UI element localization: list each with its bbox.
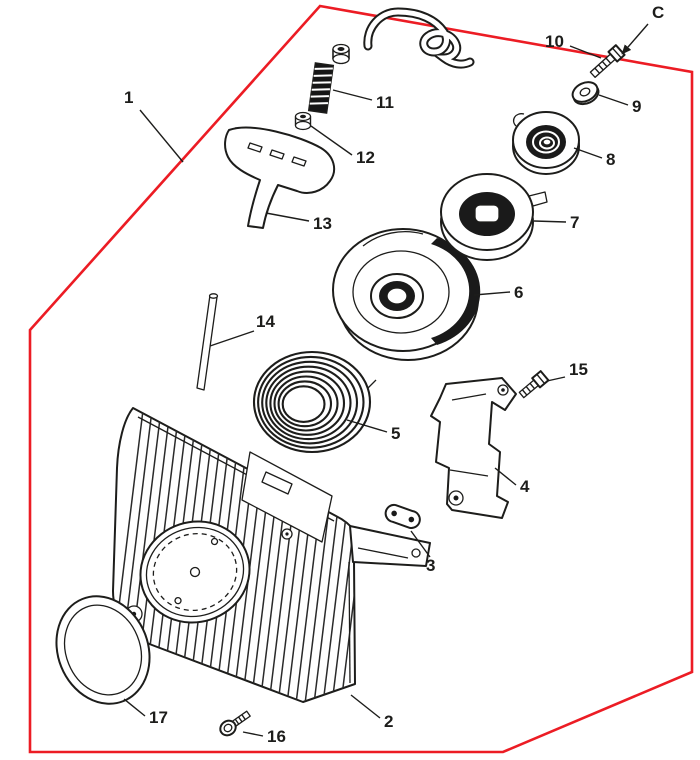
part-starter-cover [55, 595, 151, 705]
leader-line-10 [569, 45, 602, 59]
leader-line-17 [123, 698, 146, 717]
part-bolt-10 [589, 44, 626, 79]
leader-line-11 [332, 89, 373, 101]
leader-line-5 [346, 419, 388, 433]
housing-mount-panel [241, 451, 333, 543]
callout-label-17: 17 [149, 708, 168, 727]
leader-line-C [621, 23, 649, 55]
callout-label-6: 6 [514, 283, 523, 302]
leader-line-4 [494, 467, 517, 486]
part-screw-15 [518, 370, 550, 399]
callout-label-9: 9 [632, 97, 641, 116]
part-mounting-bracket [430, 377, 517, 519]
part-rewind-spring [252, 350, 372, 454]
leader-line-12 [310, 125, 353, 156]
leader-line-9 [598, 94, 629, 106]
callout-label-10: 10 [545, 32, 564, 51]
part-starter-cup [512, 111, 580, 175]
callout-label-4: 4 [520, 477, 530, 496]
leader-line-6 [473, 291, 511, 296]
part-pawl [384, 503, 421, 529]
callout-label-12: 12 [356, 148, 375, 167]
part-starter-handle [224, 126, 336, 229]
part-bushing-12 [294, 111, 312, 131]
housing-pawl-flange [349, 525, 431, 567]
part-starter-drum [440, 173, 548, 261]
callout-label-2: 2 [384, 712, 393, 731]
callout-label-16: 16 [267, 727, 286, 746]
callout-label-13: 13 [313, 214, 332, 233]
part-washer [571, 81, 600, 106]
callout-label-1: 1 [124, 88, 133, 107]
leader-line-2 [350, 694, 381, 719]
callout-label-11: 11 [376, 93, 394, 112]
part-starter-post [196, 293, 219, 391]
leader-line-7 [533, 220, 567, 223]
callout-label-5: 5 [391, 424, 400, 443]
housing-spring-recess [139, 520, 251, 624]
rewind-spring-end-hook [367, 379, 377, 389]
assembly-boundary-outline [28, 4, 694, 754]
callout-label-15: 15 [569, 360, 588, 379]
callout-layer: 1 C 10 9 8 11 12 13 7 6 14 5 15 4 3 2 16 17 [123, 3, 664, 746]
leader-line-14 [209, 330, 255, 347]
part-rope-guide-bushing [332, 43, 350, 65]
part-rope-rotor [332, 228, 481, 361]
part-tension-spring [307, 62, 335, 114]
callout-label-C: C [652, 3, 664, 22]
leader-line-16 [242, 731, 264, 737]
leader-line-8 [573, 147, 603, 159]
leader-line-15 [546, 376, 566, 382]
part-screw-16 [219, 710, 251, 737]
callout-label-14: 14 [256, 312, 275, 331]
callout-label-3: 3 [426, 556, 435, 575]
callout-label-7: 7 [570, 213, 579, 232]
callout-label-8: 8 [606, 150, 615, 169]
leader-line-13 [265, 212, 310, 222]
leader-line-3 [410, 530, 431, 558]
part-pull-rope [363, 7, 475, 69]
part-fan-housing [112, 407, 431, 703]
leader-line-1 [139, 109, 184, 163]
